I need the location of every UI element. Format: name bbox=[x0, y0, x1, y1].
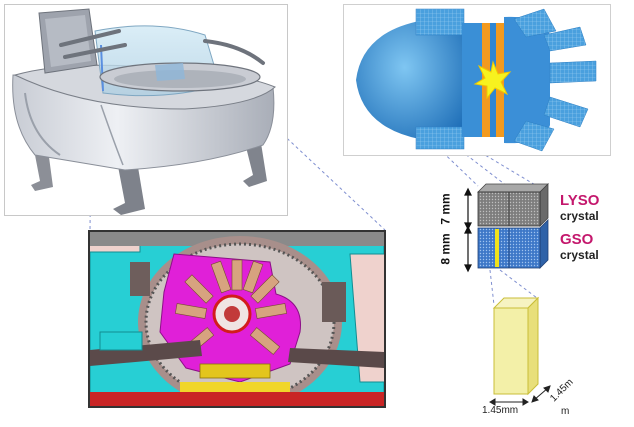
gso-block bbox=[477, 219, 549, 269]
single-crystal-pixel bbox=[492, 296, 540, 396]
cad-cutaway-panel bbox=[88, 230, 386, 408]
connector-line bbox=[429, 139, 479, 187]
gantry-cad-render bbox=[90, 232, 384, 406]
lyso-sub-label: crystal bbox=[560, 209, 599, 223]
lyso-height-label: 7 mm bbox=[438, 193, 453, 225]
crystal-stack bbox=[464, 183, 549, 273]
scanner-photo-panel bbox=[4, 4, 288, 216]
lyso-label: LYSO bbox=[560, 192, 600, 209]
connector-line bbox=[499, 269, 538, 299]
gso-label: GSO bbox=[560, 231, 594, 248]
lyso-block bbox=[477, 183, 549, 227]
scanner-illustration bbox=[12, 8, 276, 215]
pixel-width-label: 1.45mm bbox=[482, 405, 519, 416]
pixel-dimension-arrows bbox=[489, 385, 551, 406]
detector-ring-schematic bbox=[356, 8, 597, 152]
pixel-depth-label-wrap: m bbox=[561, 406, 570, 417]
gso-height-label: 8 mm bbox=[438, 233, 453, 265]
gso-sub-label: crystal bbox=[560, 248, 599, 262]
detector-schematic-panel bbox=[343, 4, 611, 156]
